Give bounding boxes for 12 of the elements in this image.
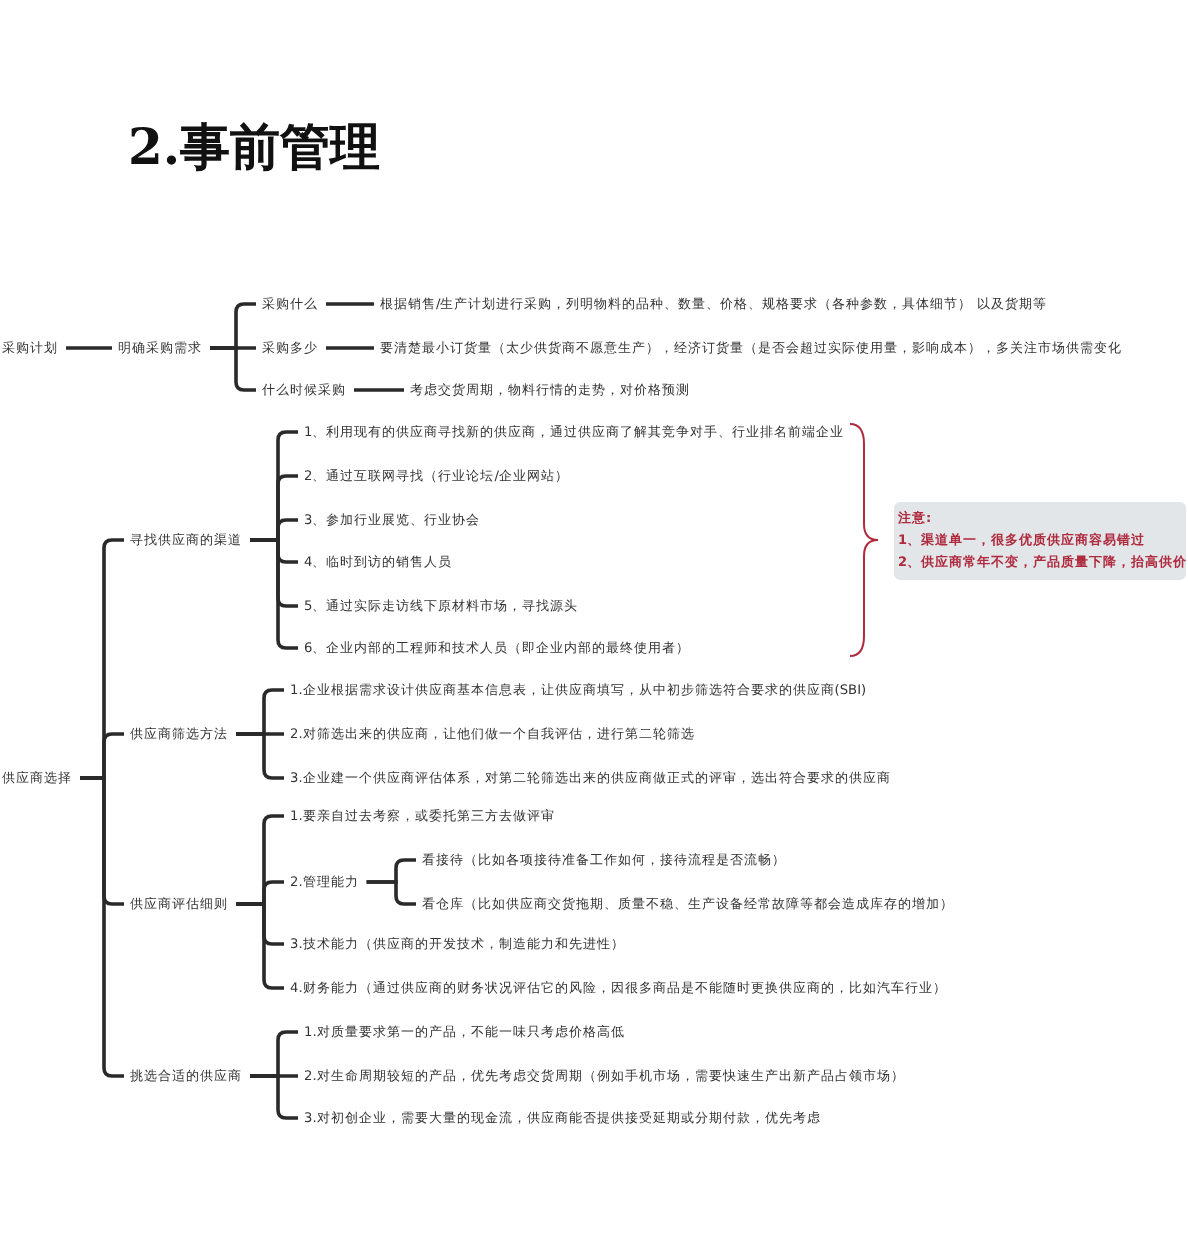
connector-line (236, 732, 284, 780)
title: 2.事前管理 (128, 116, 381, 180)
connector-line (236, 902, 284, 990)
connector-line (326, 302, 374, 306)
connector-line (210, 346, 256, 392)
connector-line (66, 346, 112, 350)
note-box (894, 502, 1186, 580)
connector-line (250, 538, 298, 650)
connector-line (250, 1074, 298, 1120)
connector-line (326, 346, 374, 350)
connector-line (354, 388, 404, 392)
connector-line (366, 880, 416, 906)
